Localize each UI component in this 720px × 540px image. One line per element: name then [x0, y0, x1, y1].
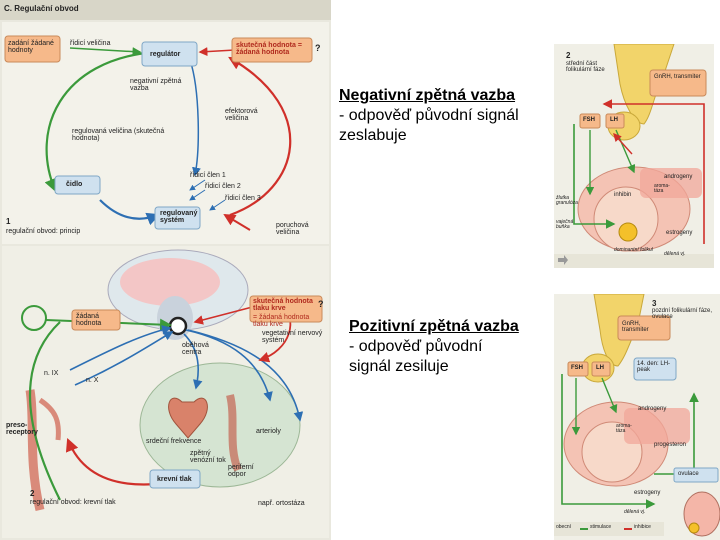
section1-caption: regulační obvod: princip: [6, 228, 81, 235]
ortostaza-label: např. ortostáza: [258, 500, 305, 507]
tr-inhibin: inhibin: [614, 192, 632, 198]
skutecna-label: skutečná hodnota = žádaná hodnota: [236, 42, 302, 57]
krevni-label: krevní tlak: [157, 476, 192, 483]
cidlo-label: čidlo: [66, 181, 83, 188]
n-x-label: n. X: [86, 377, 99, 384]
preso-label: preso-receptory: [6, 422, 38, 437]
regulovana-label: regulovaná veličina (skutečná hodnota): [72, 128, 165, 143]
efektorova-label: efektorová veličina: [225, 108, 258, 123]
regulator-label: regulátor: [150, 51, 181, 58]
tr-zluta: žlutka granulóza: [556, 195, 578, 207]
negative-line1: - odpověď původní signál: [339, 107, 519, 124]
br-androgeny: androgeny: [638, 406, 667, 412]
section1-number: 1: [6, 217, 11, 226]
section2-number: 2: [30, 489, 35, 498]
srdecni-label: srdeční frekvence: [146, 438, 202, 445]
br-peak: 14. den: LH-peak: [637, 361, 671, 374]
clen2-label: řídicí člen 2: [205, 183, 241, 190]
section2-caption: regulační obvod: krevní tlak: [30, 499, 116, 506]
tr-androgeny: androgeny: [664, 174, 693, 180]
positive-title: Pozitivní zpětná vazba: [349, 318, 519, 335]
left-figure-panel: C. Regulační obvod zadání žádané hodnoty…: [0, 0, 331, 540]
negative-feedback-caption: Negativní zpětná vazba - odpověď původní…: [339, 86, 519, 146]
zadana-tlak-label: = žádaná hodnota tlaku krve: [253, 314, 310, 329]
vegetativni-label: vegetativní nervový systém: [262, 330, 323, 345]
tr-lh: LH: [610, 117, 618, 123]
left-figure-graphics: [0, 0, 331, 538]
tr-estrogeny: estrogeny: [666, 230, 693, 236]
br-legend-3: inhibice: [634, 524, 651, 530]
clen1-label: řídicí člen 1: [190, 172, 226, 179]
panel-header: C. Regulační obvod: [4, 4, 79, 13]
tr-delena: dělená vj.: [664, 251, 686, 257]
br-gnrh: GnRH, transmiter: [622, 321, 649, 334]
br-phase: pozdní folikulární fáze, ovulace: [652, 308, 713, 321]
tr-gnrh: GnRH, transmiter: [654, 74, 701, 80]
zpetny-label: zpětný venózní tok: [190, 450, 226, 465]
n-ix-label: n. IX: [44, 370, 59, 377]
tr-dominantni: dominantní folikul: [614, 247, 653, 253]
br-number: 3: [652, 299, 657, 308]
tr-aromataza: aroma-táza: [654, 183, 670, 195]
tr-fsh: FSH: [583, 117, 595, 123]
br-aromataza: aroma-táza: [616, 423, 632, 435]
clen3-label: řídicí člen 3: [225, 195, 261, 202]
negativni-label: negativní zpětná vazba: [130, 78, 182, 93]
top-right-graphics: [554, 44, 714, 268]
positive-line1: - odpověď původní: [349, 338, 483, 355]
ridici-velicina-label: řídicí veličina: [70, 40, 111, 47]
br-fsh: FSH: [571, 365, 583, 371]
br-legend-2: stimulace: [590, 524, 612, 530]
bottom-right-figure: 3 pozdní folikulární fáze, ovulace GnRH,…: [554, 294, 720, 540]
positive-line2: signál zesiluje: [349, 358, 449, 375]
obehova-label: oběhová centra: [182, 342, 209, 357]
periferni-label: periferní odpor: [228, 464, 254, 479]
top-right-figure: 2 střední část folikulární fáze GnRH, tr…: [554, 44, 714, 268]
zadani-label: zadání žádané hodnoty: [8, 40, 54, 55]
system-label: regulovaný systém: [160, 210, 198, 225]
tr-number: 2: [566, 51, 571, 60]
poruchova-label: poruchová veličina: [276, 222, 309, 237]
br-delena: dělená vj.: [624, 509, 646, 515]
tr-phase: střední část folikulární fáze: [566, 61, 605, 74]
br-progesteron: progesteron: [654, 442, 687, 448]
q-mark-2: ?: [318, 299, 324, 309]
br-legend-1: obecní: [556, 524, 572, 530]
br-estrogeny: estrogeny: [634, 490, 661, 496]
negative-line2: zeslabuje: [339, 127, 407, 144]
tr-vajecna: vaječná buňka: [556, 219, 574, 231]
negative-title: Negativní zpětná vazba: [339, 87, 516, 104]
arterioly-label: arterioly: [256, 428, 281, 435]
zadana-label: žádaná hodnota: [76, 313, 102, 328]
skutecna-tlak-label: skutečná hodnota tlaku krve: [253, 298, 313, 313]
bottom-right-graphics: [554, 294, 720, 537]
br-lh: LH: [596, 365, 604, 371]
positive-feedback-caption: Pozitivní zpětná vazba - odpověď původní…: [349, 317, 519, 377]
q-mark-1: ?: [315, 43, 321, 53]
br-ovulace: ovulace: [678, 471, 699, 477]
